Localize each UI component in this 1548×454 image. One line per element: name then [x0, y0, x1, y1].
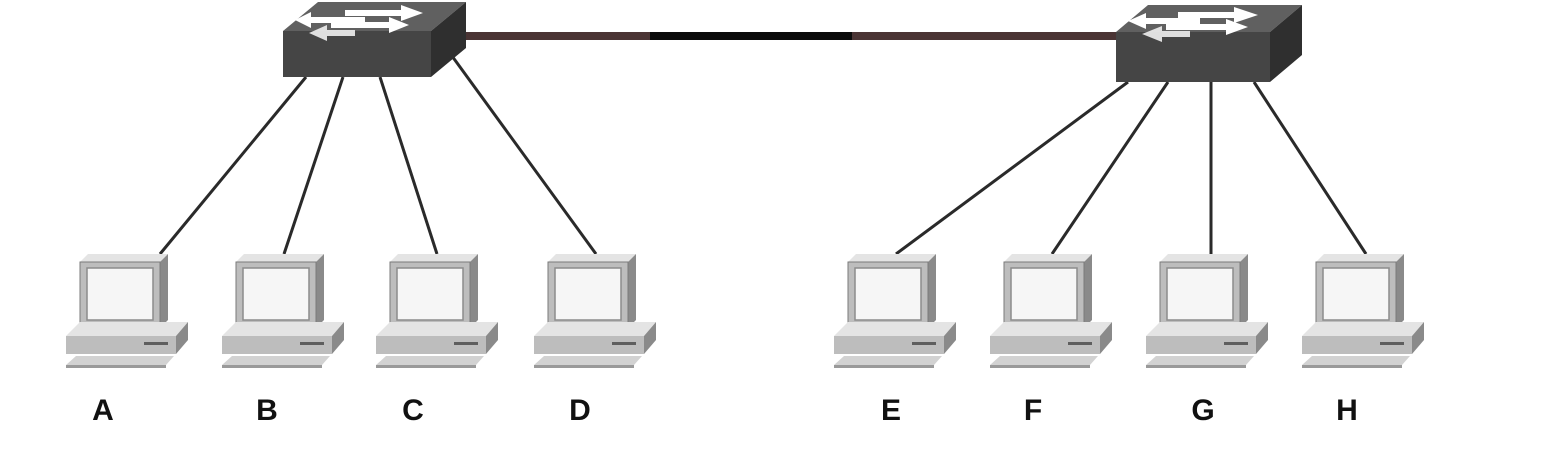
desktop-computer-icon [990, 254, 1112, 368]
desktop-computer-icon [1302, 254, 1424, 368]
pc-label-d: D [569, 394, 591, 427]
pc-label-g: G [1191, 394, 1214, 427]
pc-label-h: H [1336, 394, 1358, 427]
link-f [1050, 81, 1170, 255]
desktop-computer-icon [66, 254, 188, 368]
desktop-computer-icon [1146, 254, 1268, 368]
link-d [450, 55, 598, 255]
pc-label-f: F [1024, 394, 1042, 427]
link-b [282, 76, 345, 255]
desktop-computer-icon [376, 254, 498, 368]
link-e [895, 80, 1129, 256]
pc-label-c: C [402, 394, 424, 427]
pc-label-b: B [256, 394, 278, 427]
desktop-computer-icon [834, 254, 956, 368]
hosts-layer: A B C D E F G H [66, 254, 1424, 427]
link-a [158, 76, 308, 255]
network-switch-icon [283, 2, 466, 77]
desktop-computer-icon [534, 254, 656, 368]
pc-label-e: E [881, 394, 901, 427]
link-h [1252, 81, 1368, 255]
access-links-left [158, 55, 598, 255]
network-switch-icon [1116, 5, 1302, 82]
link-c [378, 76, 439, 255]
access-links-right [895, 80, 1368, 256]
desktop-computer-icon [222, 254, 344, 368]
pc-label-a: A [92, 394, 114, 427]
